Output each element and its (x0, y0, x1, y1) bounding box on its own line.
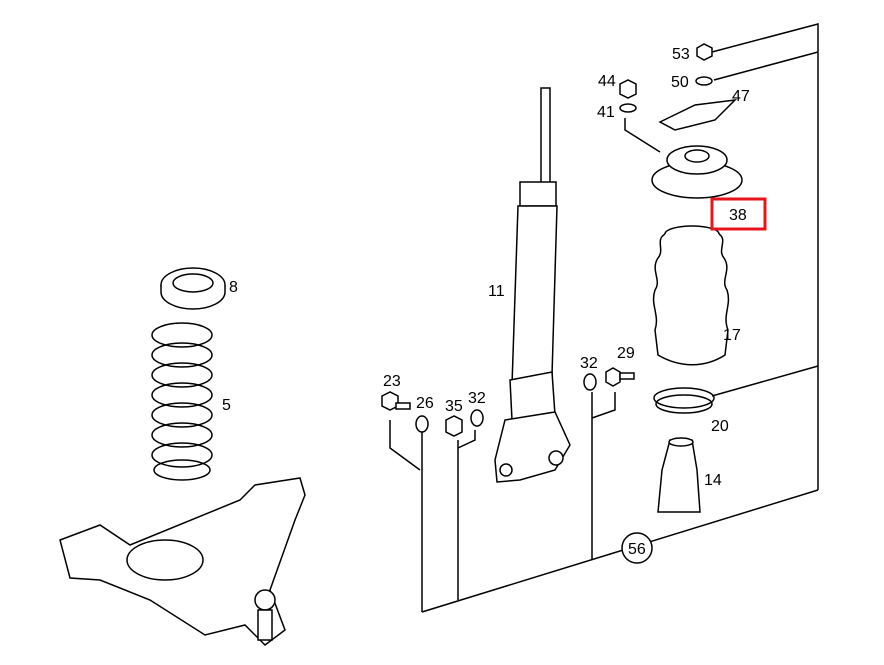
label-11[interactable]: 11 (488, 283, 505, 300)
shock-absorber-part[interactable] (494, 87, 571, 483)
label-20[interactable]: 20 (711, 418, 729, 435)
label-53[interactable]: 53 (672, 46, 690, 63)
label-8[interactable]: 8 (229, 279, 238, 296)
label-17[interactable]: 17 (723, 327, 741, 344)
label-14[interactable]: 14 (704, 472, 722, 489)
callout-circle-56 (621, 532, 653, 564)
label-29[interactable]: 29 (617, 345, 635, 362)
dust-boot-part[interactable] (652, 225, 730, 366)
label-50[interactable]: 50 (671, 74, 689, 91)
label-44[interactable]: 44 (598, 73, 616, 90)
highlight-box-38 (710, 197, 767, 231)
bump-stop-part[interactable] (657, 437, 701, 513)
coil-spring-part[interactable] (151, 322, 213, 481)
clamp-part[interactable] (653, 387, 715, 414)
label-47[interactable]: 47 (732, 88, 750, 105)
control-arm-part[interactable] (59, 477, 306, 646)
label-26[interactable]: 26 (416, 395, 434, 412)
hardware-parts[interactable] (381, 43, 713, 437)
spring-pad-part[interactable] (160, 267, 226, 310)
label-56[interactable]: 56 (628, 541, 646, 558)
label-32[interactable]: 32 (580, 355, 598, 372)
label-5[interactable]: 5 (222, 397, 231, 414)
label-23[interactable]: 23 (383, 373, 401, 390)
label-35[interactable]: 35 (445, 398, 463, 415)
part-labels: 53 50 47 44 41 38 11 8 17 5 23 26 35 32 … (222, 46, 750, 558)
label-41[interactable]: 41 (597, 104, 615, 121)
strut-mount-part[interactable] (651, 98, 743, 199)
label-32[interactable]: 32 (468, 390, 486, 407)
frame-lines (389, 23, 819, 613)
label-38[interactable]: 38 (729, 207, 747, 224)
